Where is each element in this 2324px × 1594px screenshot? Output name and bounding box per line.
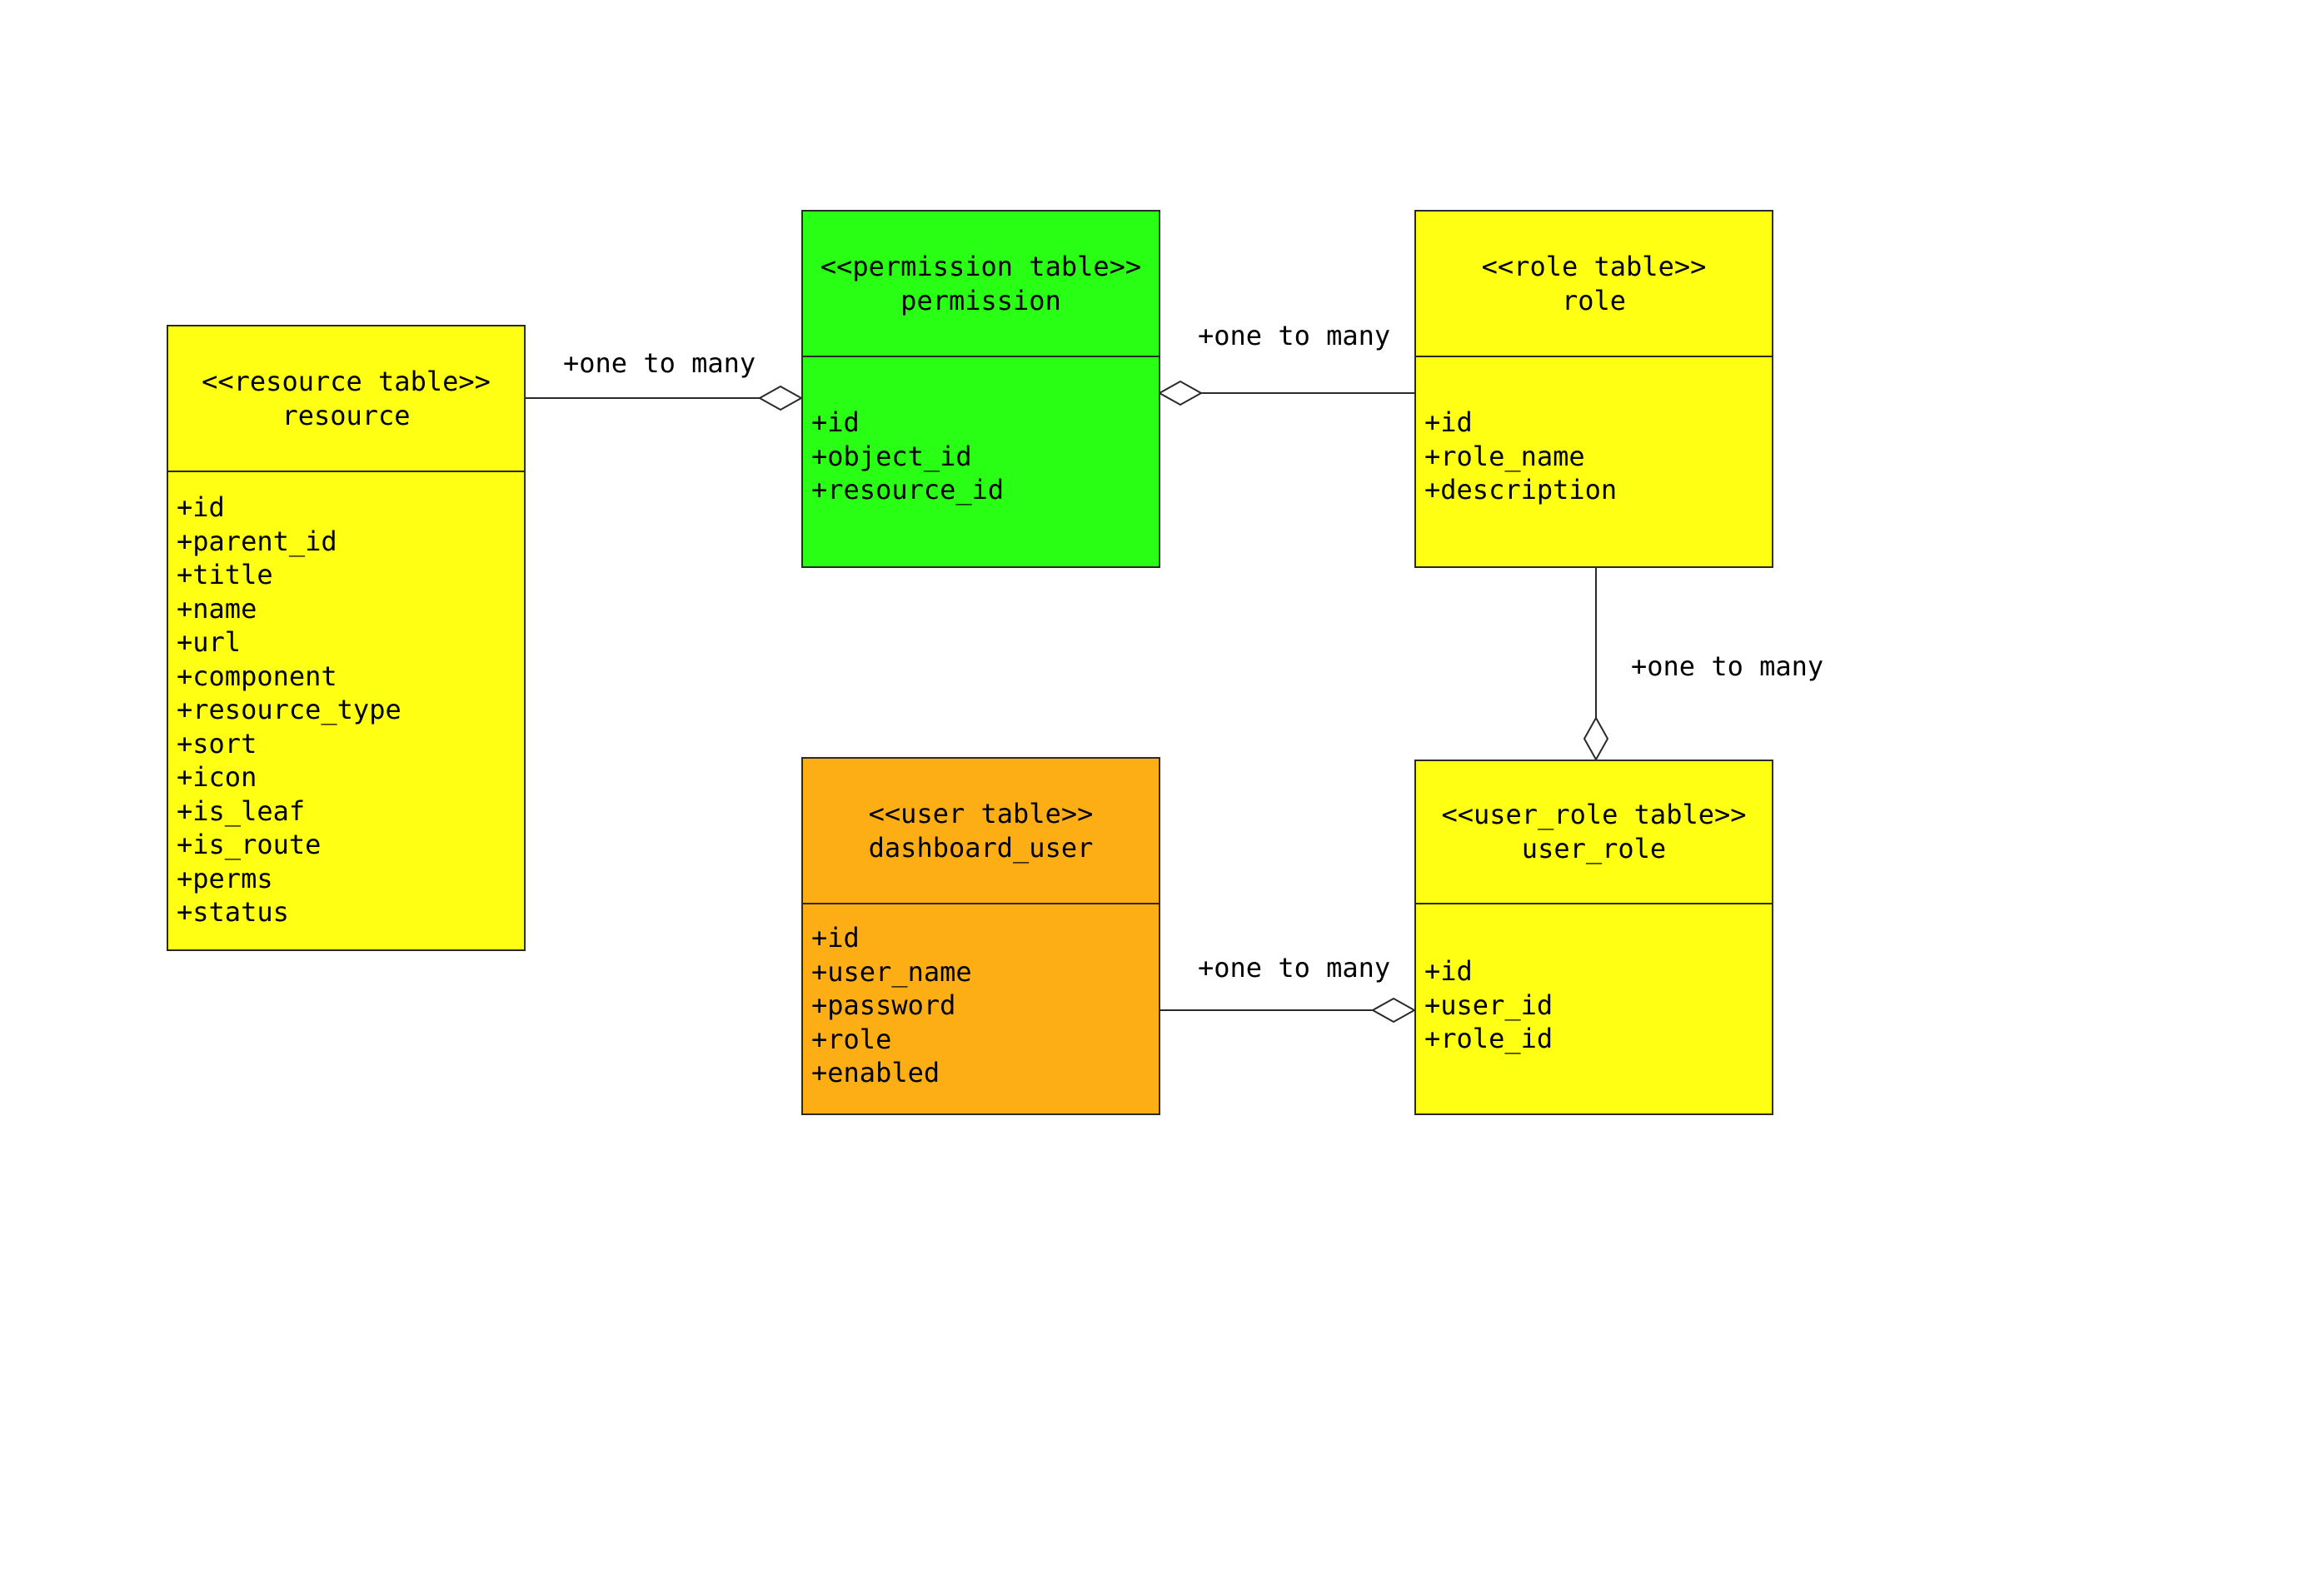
class-permission-name: permission bbox=[900, 284, 1061, 316]
class-resource-stereotype: <<resource table>> bbox=[202, 365, 491, 397]
aggregation-diamond-icon bbox=[1583, 715, 1609, 762]
attribute: +user_id bbox=[1424, 989, 1553, 1021]
class-user-role-header: <<user_role table>> user_role bbox=[1416, 761, 1772, 904]
class-resource-name: resource bbox=[282, 399, 411, 431]
attribute: +parent_id bbox=[177, 525, 337, 557]
attribute: +resource_type bbox=[177, 694, 401, 725]
attribute: +id bbox=[811, 406, 860, 438]
class-permission-attributes: +id +object_id +resource_id bbox=[803, 357, 1159, 507]
class-role[interactable]: <<role table>> role +id +role_name +desc… bbox=[1414, 210, 1773, 568]
attribute: +is_route bbox=[177, 829, 322, 860]
attribute: +object_id bbox=[811, 440, 972, 472]
class-user-role-name: user_role bbox=[1521, 833, 1667, 864]
class-user-role-stereotype: <<user_role table>> bbox=[1441, 799, 1747, 830]
attribute: +user_name bbox=[811, 955, 972, 988]
relation-label-role-user-role: +one to many bbox=[1631, 650, 1824, 682]
class-resource[interactable]: <<resource table>> resource +id +parent_… bbox=[167, 325, 526, 951]
class-dashboard-user-header: <<user table>> dashboard_user bbox=[803, 759, 1159, 904]
attribute: +icon bbox=[177, 761, 257, 793]
relation-label-resource-permission: +one to many bbox=[563, 347, 756, 379]
attribute: +resource_id bbox=[811, 474, 1005, 506]
attribute: +status bbox=[177, 896, 289, 928]
attribute: +role bbox=[811, 1023, 892, 1055]
class-dashboard-user-stereotype: <<user table>> bbox=[868, 797, 1094, 829]
aggregation-diamond-icon bbox=[757, 385, 804, 411]
class-permission[interactable]: <<permission table>> permission +id +obj… bbox=[801, 210, 1160, 568]
attribute: +password bbox=[811, 989, 956, 1021]
class-dashboard-user-attributes: +id +user_name +password +role +enabled bbox=[803, 904, 1159, 1090]
attribute: +role_name bbox=[1424, 440, 1585, 472]
attribute: +id bbox=[811, 922, 860, 954]
class-permission-stereotype: <<permission table>> bbox=[820, 250, 1142, 282]
attribute: +role_id bbox=[1424, 1023, 1553, 1054]
attribute: +url bbox=[177, 626, 242, 658]
class-resource-attributes: +id +parent_id +title +name +url +compon… bbox=[168, 472, 524, 929]
aggregation-diamond-icon bbox=[1157, 380, 1204, 406]
attribute: +id bbox=[177, 491, 225, 523]
attribute: +is_leaf bbox=[177, 795, 306, 827]
class-role-attributes: +id +role_name +description bbox=[1416, 357, 1772, 507]
attribute: +id bbox=[1424, 955, 1473, 987]
class-role-header: <<role table>> role bbox=[1416, 212, 1772, 357]
class-role-name: role bbox=[1561, 284, 1627, 316]
class-user-role[interactable]: <<user_role table>> user_role +id +user_… bbox=[1414, 760, 1773, 1115]
attribute: +sort bbox=[177, 727, 257, 760]
attribute: +name bbox=[177, 592, 257, 625]
class-user-role-attributes: +id +user_id +role_id bbox=[1416, 904, 1772, 1056]
attribute: +id bbox=[1424, 406, 1473, 438]
attribute: +title bbox=[177, 559, 273, 590]
class-dashboard-user[interactable]: <<user table>> dashboard_user +id +user_… bbox=[801, 757, 1160, 1115]
attribute: +component bbox=[177, 660, 337, 692]
relation-label-role-permission: +one to many bbox=[1198, 320, 1391, 351]
class-resource-header: <<resource table>> resource bbox=[168, 326, 524, 472]
class-permission-header: <<permission table>> permission bbox=[803, 212, 1159, 357]
attribute: +enabled bbox=[811, 1057, 940, 1088]
relation-label-user-user-role: +one to many bbox=[1198, 952, 1391, 984]
class-role-stereotype: <<role table>> bbox=[1481, 250, 1707, 282]
attribute: +perms bbox=[177, 862, 273, 894]
aggregation-diamond-icon bbox=[1370, 997, 1417, 1024]
attribute: +description bbox=[1424, 474, 1618, 506]
class-dashboard-user-name: dashboard_user bbox=[868, 831, 1094, 864]
